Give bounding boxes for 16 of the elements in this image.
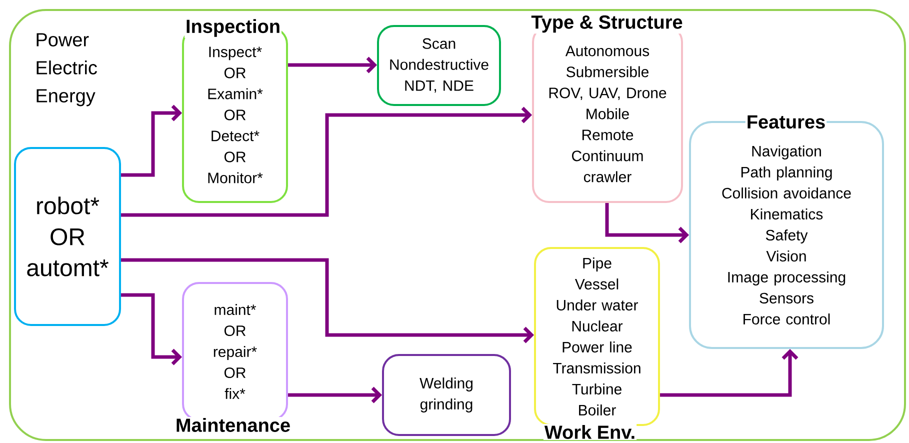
category-box: Scan Nondestructive NDT, NDE	[377, 24, 501, 106]
arrow	[660, 348, 798, 397]
arrow	[121, 293, 182, 366]
box-heading: Features	[745, 114, 827, 130]
arrow	[121, 258, 534, 344]
arrow	[121, 104, 182, 177]
arrow	[288, 386, 382, 404]
arrow	[121, 106, 532, 217]
arrow	[605, 203, 689, 244]
category-box: robot* OR automt*	[14, 146, 122, 326]
box-heading: Inspection	[184, 18, 282, 38]
box-heading: Maintenance	[174, 417, 292, 433]
box-heading: Work Env.	[543, 424, 637, 440]
arrow	[288, 56, 377, 74]
frame-label: Power Electric Energy	[36, 33, 97, 106]
category-box: Welding grinding	[382, 354, 511, 436]
